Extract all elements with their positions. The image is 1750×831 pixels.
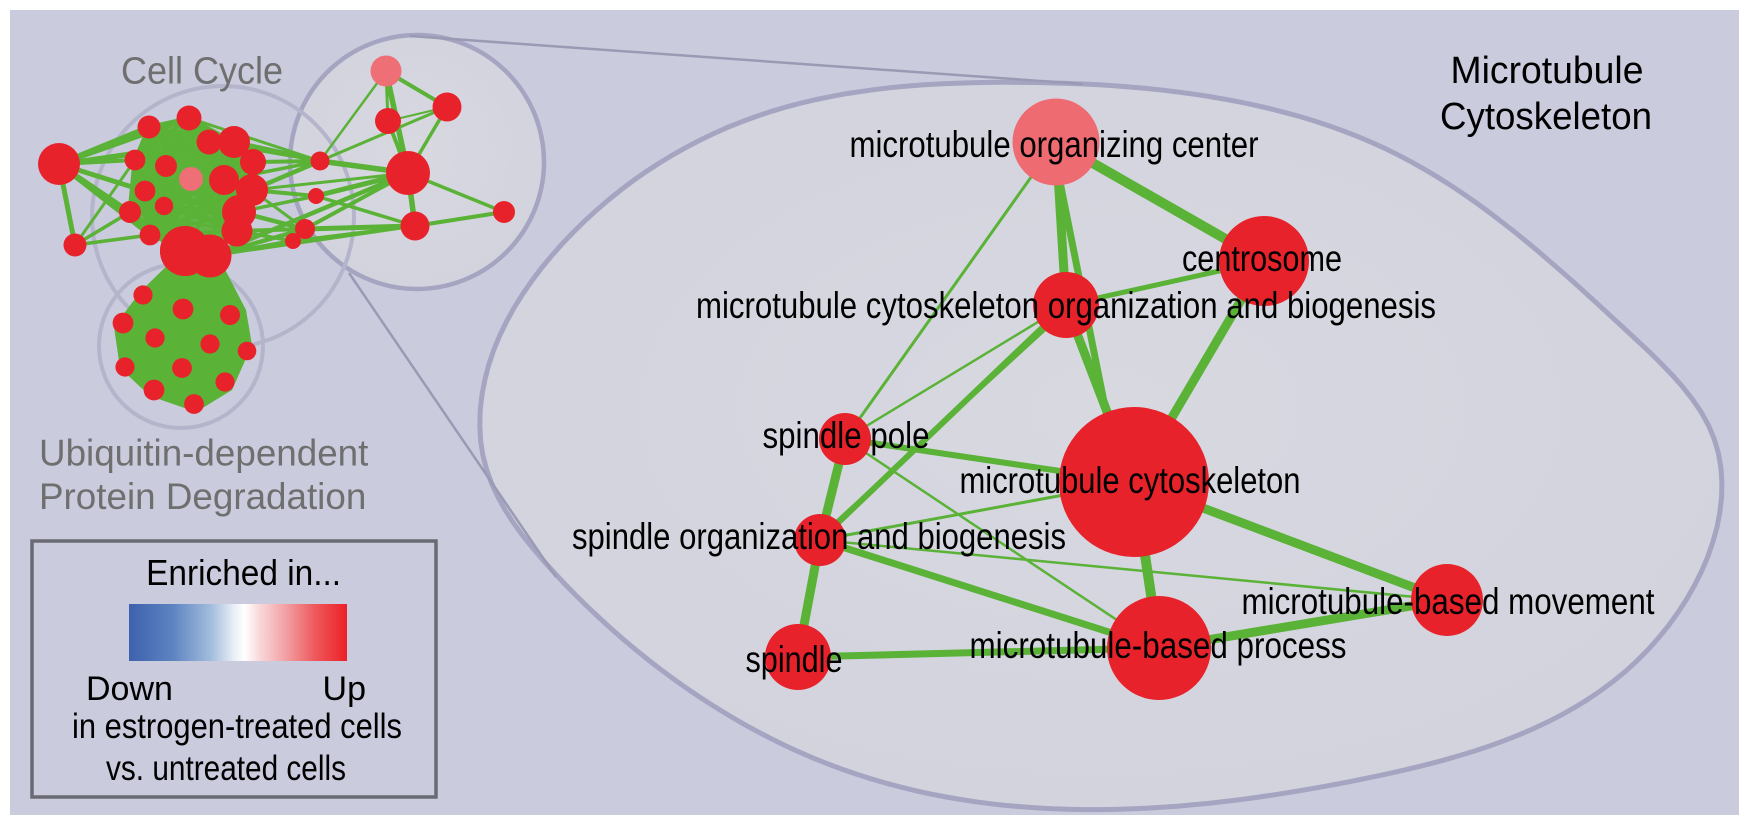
svg-text:Protein Degradation: Protein Degradation: [39, 476, 366, 517]
svg-text:spindle pole: spindle pole: [763, 415, 930, 456]
svg-text:Enriched in...: Enriched in...: [146, 552, 341, 593]
svg-text:microtubule cytoskeleton organ: microtubule cytoskeleton organization an…: [696, 285, 1436, 326]
svg-text:Microtubule: Microtubule: [1451, 50, 1644, 92]
svg-text:vs. untreated cells: vs. untreated cells: [106, 749, 346, 788]
svg-text:microtubule organizing center: microtubule organizing center: [850, 124, 1259, 165]
svg-text:spindle organization and bioge: spindle organization and biogenesis: [572, 516, 1066, 557]
svg-text:in estrogen-treated cells: in estrogen-treated cells: [72, 707, 402, 746]
svg-text:Cell Cycle: Cell Cycle: [121, 51, 283, 93]
svg-text:Cytoskeleton: Cytoskeleton: [1440, 96, 1652, 138]
svg-text:microtubule-based movement: microtubule-based movement: [1242, 581, 1656, 622]
svg-text:Ubiquitin-dependent: Ubiquitin-dependent: [39, 433, 368, 474]
svg-text:Up: Up: [323, 670, 366, 708]
svg-text:Down: Down: [86, 670, 173, 708]
svg-text:centrosome: centrosome: [1182, 238, 1342, 279]
svg-text:spindle: spindle: [746, 639, 843, 680]
svg-text:microtubule cytoskeleton: microtubule cytoskeleton: [960, 460, 1301, 501]
svg-text:microtubule-based process: microtubule-based process: [970, 625, 1347, 666]
